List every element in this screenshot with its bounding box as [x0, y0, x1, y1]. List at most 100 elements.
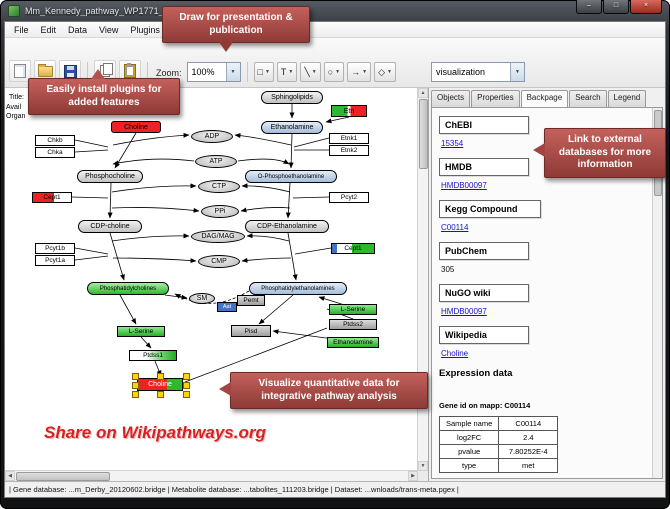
pathway-node-chka[interactable]: Chka — [35, 147, 75, 158]
callout-pointer-left — [533, 143, 545, 157]
pathway-node-etnk1[interactable]: Etnk1 — [329, 133, 369, 144]
pathway-node-phosphatidylcholines[interactable]: Phosphatidylcholines — [87, 282, 169, 295]
pathway-node-cept1[interactable]: Cept1 — [32, 192, 72, 203]
db-value-pubchem: 305 — [441, 265, 455, 274]
db-link-nugo-wiki[interactable]: HMDB00097 — [441, 307, 487, 316]
pathway-node-ppi[interactable]: PPi — [201, 205, 239, 218]
tab-objects[interactable]: Objects — [431, 90, 471, 107]
visualization-combo[interactable]: visualization ▼ — [431, 62, 525, 82]
menu-file[interactable]: File — [14, 24, 29, 35]
scroll-left-icon[interactable]: ◀ — [5, 471, 15, 481]
pathway-node-pisd[interactable]: Pisd — [231, 325, 271, 337]
pathway-node-l-serine[interactable]: L-Serine — [329, 304, 377, 315]
pathway-node-pcyt1a[interactable]: Pcyt1a — [35, 255, 75, 266]
new-file-button[interactable] — [9, 60, 31, 82]
pathway-node-choline[interactable]: Choline — [111, 121, 161, 133]
datanode-tool[interactable]: □▼ — [253, 62, 274, 82]
pathway-node-ethanolamine[interactable]: Ethanolamine — [261, 121, 323, 134]
pathway-node-sphingolipids[interactable]: Sphingolipids — [261, 91, 323, 104]
arrow-tool[interactable]: →▼ — [347, 62, 372, 82]
expr-cell-sample-name: Sample name — [438, 416, 500, 431]
menu-plugins[interactable]: Plugins — [130, 24, 160, 35]
pathway-node-o-phosphoethanolamine[interactable]: O-Phosphoethanolamine — [245, 170, 337, 183]
pathway-node-chkb[interactable]: Chkb — [35, 135, 75, 146]
db-link-wikipedia[interactable]: Choline — [441, 349, 469, 358]
callout-visualize-data: Visualize quantitative data for integrat… — [219, 372, 428, 409]
selection-handle[interactable] — [132, 391, 139, 398]
pathway-node-atp[interactable]: ATP — [195, 155, 237, 168]
selection-handle[interactable] — [132, 373, 139, 380]
close-button[interactable]: × — [630, 0, 662, 14]
open-file-button[interactable] — [34, 60, 56, 82]
paste-button[interactable] — [119, 60, 141, 82]
pathway-node-cept1[interactable]: Cept1 — [331, 243, 375, 254]
pathway-node-cdp-ethanolamine[interactable]: CDP-Ethanolamine — [245, 220, 329, 233]
vertical-scroll-thumb[interactable] — [419, 99, 428, 169]
pathway-node-phosphatidylethanolamines[interactable]: Phosphatidylethanolamines — [249, 282, 347, 295]
pathway-node-adp[interactable]: ADP — [191, 130, 233, 143]
arrow-tool-icon: → — [351, 67, 361, 77]
maximize-button[interactable]: □ — [603, 0, 629, 14]
line-tool[interactable]: ╲▼ — [300, 62, 321, 82]
pathway-node-ptdss1[interactable]: Ptdss1 — [129, 350, 177, 361]
selection-handle[interactable] — [183, 391, 190, 398]
pathway-node-etn[interactable]: Etn — [331, 105, 367, 117]
minimize-button[interactable]: – — [576, 0, 602, 14]
selection-handle[interactable] — [132, 381, 139, 389]
toolbar-separator — [87, 62, 88, 82]
db-link-hmdb[interactable]: HMDB00097 — [441, 181, 487, 190]
pathway-node-etnk2[interactable]: Etnk2 — [329, 145, 369, 156]
pathway-node-dag-mag[interactable]: DAG/MAG — [191, 230, 245, 243]
chevron-down-icon: ▼ — [288, 69, 294, 75]
chevron-down-icon: ▼ — [387, 69, 392, 75]
zoom-value: 100% — [191, 67, 215, 77]
paste-icon — [124, 63, 136, 78]
selection-handle[interactable] — [183, 381, 190, 389]
pathway-node-pcyt2[interactable]: Pcyt2 — [329, 192, 369, 203]
pathway-node-cdp-choline[interactable]: CDP-choline — [78, 220, 142, 233]
db-link-kegg-compound[interactable]: C00114 — [441, 223, 469, 232]
callout-external-databases: Link to external databases for more info… — [533, 128, 666, 178]
zoom-combo[interactable]: 100% ▼ — [186, 62, 241, 82]
expr-cell-2-4: 2.4 — [498, 430, 559, 445]
scroll-up-icon[interactable]: ▲ — [418, 88, 428, 98]
pathway-node-phosphocholine[interactable]: Phosphocholine — [77, 170, 143, 183]
canvas-vertical-scrollbar[interactable]: ▲ ▼ — [417, 88, 428, 471]
oval-tool[interactable]: ○▼ — [323, 62, 345, 82]
tab-backpage[interactable]: Backpage — [520, 90, 569, 107]
label-tool[interactable]: T▼ — [276, 62, 298, 82]
tab-search[interactable]: Search — [569, 90, 607, 107]
pathway-node-aat[interactable]: Aat — [217, 302, 237, 312]
pathway-node-pemt[interactable]: Pemt — [237, 295, 265, 306]
pathway-node-sm[interactable]: SM — [189, 293, 215, 304]
pathway-node-ethanolamine[interactable]: Ethanolamine — [327, 337, 379, 348]
selection-handle[interactable] — [183, 373, 190, 380]
shape-tool[interactable]: ◇▼ — [374, 62, 396, 82]
db-link-chebi[interactable]: 15354 — [441, 139, 464, 148]
tab-properties[interactable]: Properties — [471, 90, 520, 107]
menu-edit[interactable]: Edit — [40, 24, 57, 35]
save-file-button[interactable] — [59, 60, 81, 82]
selection-handle[interactable] — [157, 373, 164, 380]
tab-legend[interactable]: Legend — [607, 90, 647, 107]
scroll-right-icon[interactable]: ▶ — [408, 471, 418, 481]
pathway-node-ptdss2[interactable]: Ptdss2 — [329, 319, 377, 330]
status-bar: | Gene database: ...m_Derby_20120602.bri… — [5, 481, 665, 497]
canvas-horizontal-scrollbar[interactable]: ◀ ▶ — [5, 470, 418, 481]
pathway-node-pcyt1b[interactable]: Pcyt1b — [35, 243, 75, 254]
pathway-node-ctp[interactable]: CTP — [198, 180, 240, 193]
horizontal-scroll-thumb[interactable] — [16, 472, 110, 481]
expr-cell-7-80252e-4: 7.80252E-4 — [498, 444, 559, 459]
selection-handle[interactable] — [157, 391, 164, 398]
pathway-node-l-serine[interactable]: L-Serine — [117, 326, 165, 337]
menu-view[interactable]: View — [99, 24, 119, 35]
scroll-down-icon[interactable]: ▼ — [418, 461, 428, 471]
pathway-node-cmp[interactable]: CMP — [198, 255, 240, 268]
menu-data[interactable]: Data — [68, 24, 88, 35]
gene-id-label: Gene id on mapp: C00114 — [439, 401, 531, 410]
